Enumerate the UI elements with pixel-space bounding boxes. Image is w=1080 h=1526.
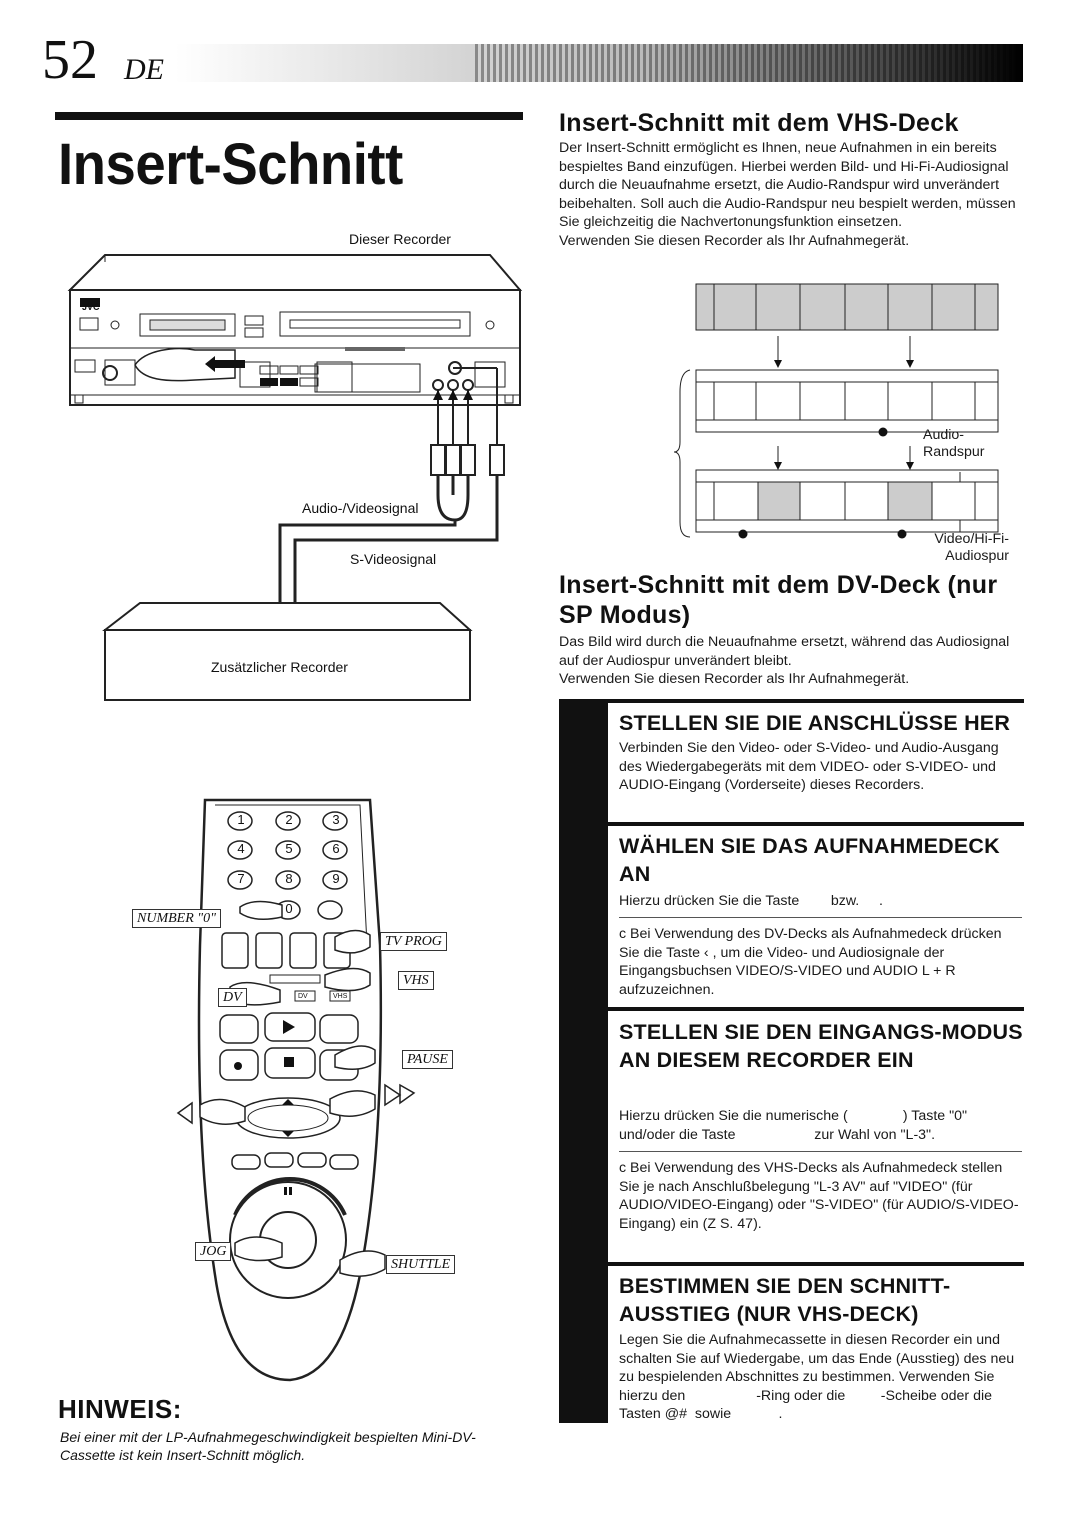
key-9[interactable]: 9	[332, 871, 340, 886]
tv-prog-tag: TV PROG	[380, 932, 447, 951]
av-signal-label: Audio-/Videosignal	[302, 500, 419, 516]
dv-insert-paragraph: Das Bild wird durch die Neuaufnahme erse…	[559, 634, 1010, 669]
step-3-title: STELLEN SIE DEN EINGANGS-MODUS AN DIESEM…	[619, 1020, 1023, 1072]
jog-tag: JOG	[195, 1242, 232, 1261]
page-title: Insert-Schnitt	[58, 132, 403, 197]
this-recorder-label: Dieser Recorder	[349, 231, 451, 247]
track-diagram	[673, 283, 999, 539]
note-title: HINWEIS:	[58, 1394, 182, 1424]
audio-track-label-2: Randspur	[923, 444, 985, 460]
step-sidebar	[559, 700, 608, 1423]
key-3[interactable]: 3	[332, 812, 340, 827]
key-2[interactable]: 2	[285, 812, 293, 827]
step-2-divider	[619, 917, 1022, 918]
title-rule	[55, 112, 523, 120]
step-4-title: BESTIMMEN SIE DEN SCHNITT-AUSSTIEG (NUR …	[619, 1274, 951, 1326]
video-track-label: Video/Hi-Fi- Audiospur	[919, 531, 1009, 565]
step-4-text: Legen Sie die Aufnahmecassette in diesen…	[619, 1332, 1019, 1423]
step-1-title: STELLEN SIE DIE ANSCHLÜSSE HER	[619, 711, 1011, 735]
step-3-divider	[619, 1151, 1022, 1152]
dv-tag: DV	[218, 988, 247, 1007]
step-1-text: Verbinden Sie den Video- oder S-Video- u…	[619, 740, 999, 794]
header-gradient-bar	[175, 44, 1023, 82]
vhs-tag: VHS	[398, 971, 434, 990]
vhs-insert-paragraph: Der Insert-Schnitt ermöglicht es Ihnen, …	[559, 140, 1016, 231]
page-number: 52	[42, 29, 98, 91]
vhs-insert-paragraph-2: Verwenden Sie diesen Recorder als Ihr Au…	[559, 232, 910, 249]
svideo-signal-label: S-Videosignal	[350, 551, 437, 567]
step-2-text: Hierzu drücken Sie die Taste bzw. .	[619, 893, 883, 909]
language-code: DE	[124, 53, 164, 86]
step-3-note: c Bei Verwendung des VHS-Decks als Aufna…	[619, 1160, 1019, 1232]
small-vhs-label: VHS	[333, 993, 348, 1000]
audio-track-label-1: Audio-	[923, 427, 965, 443]
vhs-insert-text: Der Insert-Schnitt ermöglicht es Ihnen, …	[559, 139, 1024, 251]
step-3-rule	[559, 1007, 1024, 1011]
key-8[interactable]: 8	[285, 871, 293, 886]
key-4[interactable]: 4	[237, 841, 245, 856]
shuttle-tag: SHUTTLE	[386, 1255, 456, 1274]
brand-logo: JVC	[82, 302, 100, 312]
dv-insert-title: Insert-Schnitt mit dem DV-Deck (nur SP M…	[559, 571, 998, 629]
connection-diagram	[67, 254, 523, 701]
other-recorder-label: Zusätzlicher Recorder	[211, 659, 348, 675]
video-track-label-1: Video/Hi-Fi-	[934, 531, 1009, 547]
remote-control-illustration	[176, 798, 416, 1382]
step-4-rule	[559, 1262, 1024, 1266]
key-7[interactable]: 7	[237, 871, 245, 886]
key-1[interactable]: 1	[237, 812, 245, 827]
number-0-tag: NUMBER "0"	[132, 909, 222, 928]
vhs-insert-title: Insert-Schnitt mit dem VHS-Deck	[559, 109, 959, 137]
dv-insert-paragraph-2: Verwenden Sie diesen Recorder als Ihr Au…	[559, 671, 910, 688]
step-3-text: Hierzu drücken Sie die numerische ( ) Ta…	[619, 1108, 972, 1143]
key-0[interactable]: 0	[285, 901, 293, 916]
step-2-rule	[559, 822, 1024, 826]
key-5[interactable]: 5	[285, 841, 293, 856]
step-2-title: WÄHLEN SIE DAS AUFNAHMEDECK AN	[619, 834, 1000, 886]
audio-track-label: Audio- Randspur	[923, 427, 985, 461]
small-dv-label: DV	[298, 993, 308, 1000]
note-text: Bei einer mit der LP-Aufnahmegeschwindig…	[60, 1429, 476, 1463]
dv-insert-text: Das Bild wird durch die Neuaufnahme erse…	[559, 633, 1024, 689]
step-1-rule	[559, 699, 1024, 703]
pause-tag: PAUSE	[402, 1050, 453, 1069]
video-track-label-2: Audiospur	[945, 548, 1009, 564]
key-6[interactable]: 6	[332, 841, 340, 856]
step-2-note: c Bei Verwendung des DV-Decks als Aufnah…	[619, 926, 1002, 998]
